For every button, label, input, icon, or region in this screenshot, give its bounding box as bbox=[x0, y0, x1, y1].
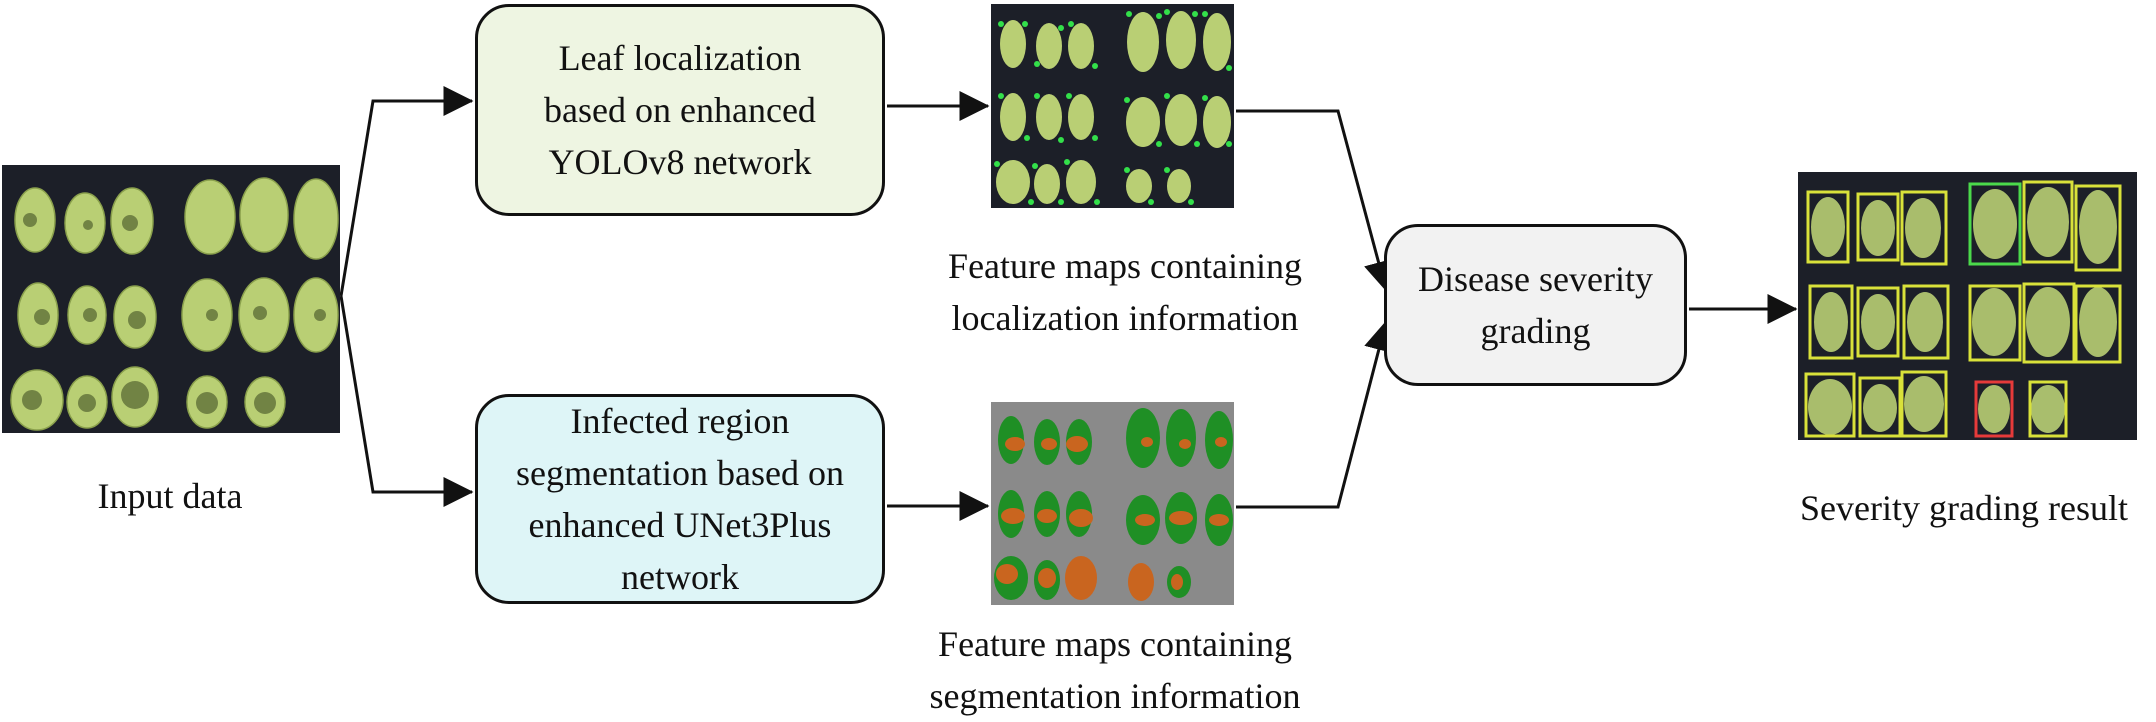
arrow-input-to-localization bbox=[339, 86, 474, 297]
grading-box: Disease severity grading bbox=[1384, 224, 1687, 386]
input-data-caption: Input data bbox=[20, 470, 320, 522]
localization-box-line-1: Leaf localization bbox=[558, 37, 802, 78]
segmentation-mask-feature-maps bbox=[991, 402, 1234, 605]
localization-box-line-2: based on enhanced bbox=[544, 89, 816, 130]
grading-box-line-1: Disease severity bbox=[1418, 258, 1653, 299]
localization-feature-maps-image bbox=[991, 4, 1234, 208]
localization-maps-caption-line-2: localization information bbox=[951, 298, 1299, 339]
segmentation-box: Infected region segmentation based on en… bbox=[475, 394, 885, 604]
localization-maps-caption-line-1: Feature maps containing bbox=[948, 246, 1302, 286]
segmentation-box-line-2: segmentation based on bbox=[516, 452, 844, 493]
input-leaves-photo bbox=[2, 165, 340, 433]
arrow-loc-maps-to-grading bbox=[1236, 109, 1394, 292]
localization-box: Leaf localization based on enhanced YOLO… bbox=[475, 4, 885, 216]
arrow-input-to-segmentation bbox=[339, 295, 474, 507]
segmentation-feature-maps-image bbox=[991, 402, 1234, 605]
segmentation-box-line-1: Infected region bbox=[570, 400, 790, 441]
segmentation-box-line-3: enhanced UNet3Plus bbox=[528, 505, 832, 545]
input-leaves-image bbox=[2, 165, 340, 433]
segmentation-box-line-4: network bbox=[621, 557, 739, 598]
arrow-seg-maps-to-grading bbox=[1236, 320, 1394, 509]
severity-result-image bbox=[1798, 172, 2137, 440]
segmentation-maps-caption: Feature maps containing segmentation inf… bbox=[880, 618, 1350, 722]
yolo-keypoint-feature-maps bbox=[991, 4, 1234, 208]
localization-box-line-3: YOLOv8 network bbox=[548, 142, 812, 183]
input-caption-line-1: Input data bbox=[97, 476, 243, 516]
result-caption: Severity grading result bbox=[1772, 482, 2156, 534]
segmentation-maps-caption-line-1: Feature maps containing bbox=[938, 624, 1292, 664]
localization-maps-caption: Feature maps containing localization inf… bbox=[900, 240, 1350, 344]
grading-box-line-2: grading bbox=[1480, 311, 1591, 351]
segmentation-maps-caption-line-2: segmentation information bbox=[929, 676, 1301, 717]
result-caption-line-1: Severity grading result bbox=[1800, 488, 2128, 528]
bounding-box-grading-result bbox=[1798, 172, 2137, 440]
